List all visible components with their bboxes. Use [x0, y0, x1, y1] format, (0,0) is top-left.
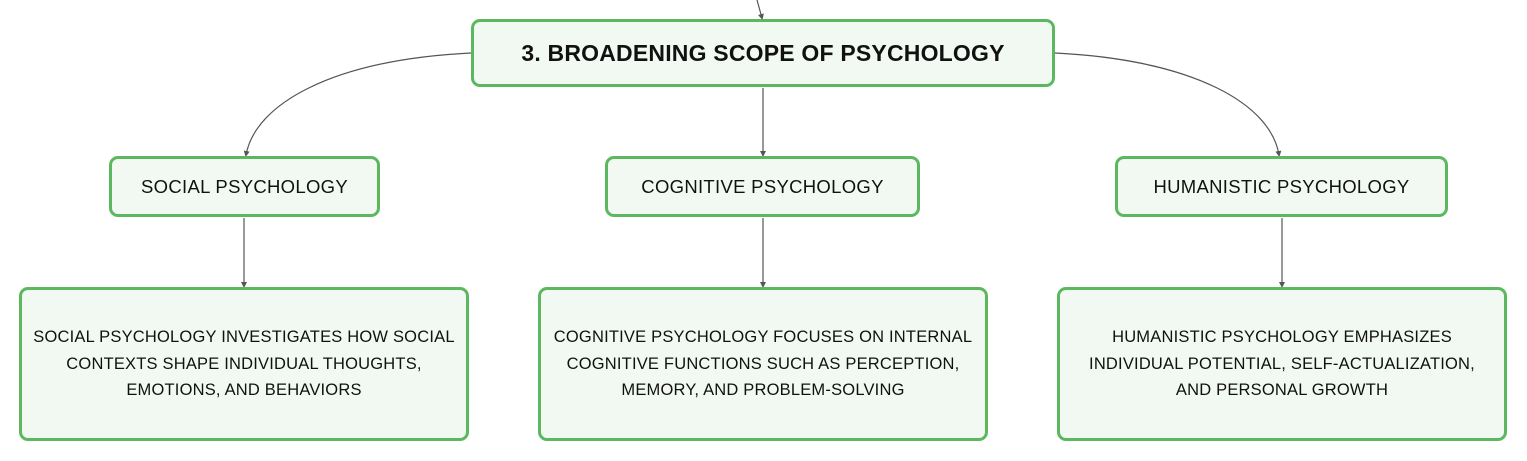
node-social-psychology-label: SOCIAL PSYCHOLOGY: [141, 175, 348, 197]
connector-root-to-humanistic: [1054, 52, 1282, 157]
node-cognitive-psychology[interactable]: COGNITIVE PSYCHOLOGY: [605, 156, 920, 217]
node-cognitive-psychology-label: COGNITIVE PSYCHOLOGY: [641, 175, 884, 197]
root-node[interactable]: 3. BROADENING SCOPE OF PSYCHOLOGY: [471, 19, 1055, 87]
connector-root-to-social: [243, 52, 472, 157]
root-node-label: 3. BROADENING SCOPE OF PSYCHOLOGY: [521, 39, 1005, 66]
detail-social-psychology[interactable]: SOCIAL PSYCHOLOGY INVESTIGATES HOW SOCIA…: [19, 287, 469, 441]
detail-cognitive-psychology-text: COGNITIVE PSYCHOLOGY FOCUSES ON INTERNAL…: [553, 328, 973, 400]
detail-humanistic-psychology-text: HUMANISTIC PSYCHOLOGY EMPHASIZES INDIVID…: [1089, 328, 1475, 400]
detail-humanistic-psychology[interactable]: HUMANISTIC PSYCHOLOGY EMPHASIZES INDIVID…: [1057, 287, 1507, 441]
node-humanistic-psychology-label: HUMANISTIC PSYCHOLOGY: [1153, 175, 1410, 197]
node-humanistic-psychology[interactable]: HUMANISTIC PSYCHOLOGY: [1115, 156, 1448, 217]
node-social-psychology[interactable]: SOCIAL PSYCHOLOGY: [109, 156, 380, 217]
detail-cognitive-psychology[interactable]: COGNITIVE PSYCHOLOGY FOCUSES ON INTERNAL…: [538, 287, 988, 441]
incoming-connector: [756, 0, 764, 20]
detail-social-psychology-text: SOCIAL PSYCHOLOGY INVESTIGATES HOW SOCIA…: [33, 328, 455, 400]
